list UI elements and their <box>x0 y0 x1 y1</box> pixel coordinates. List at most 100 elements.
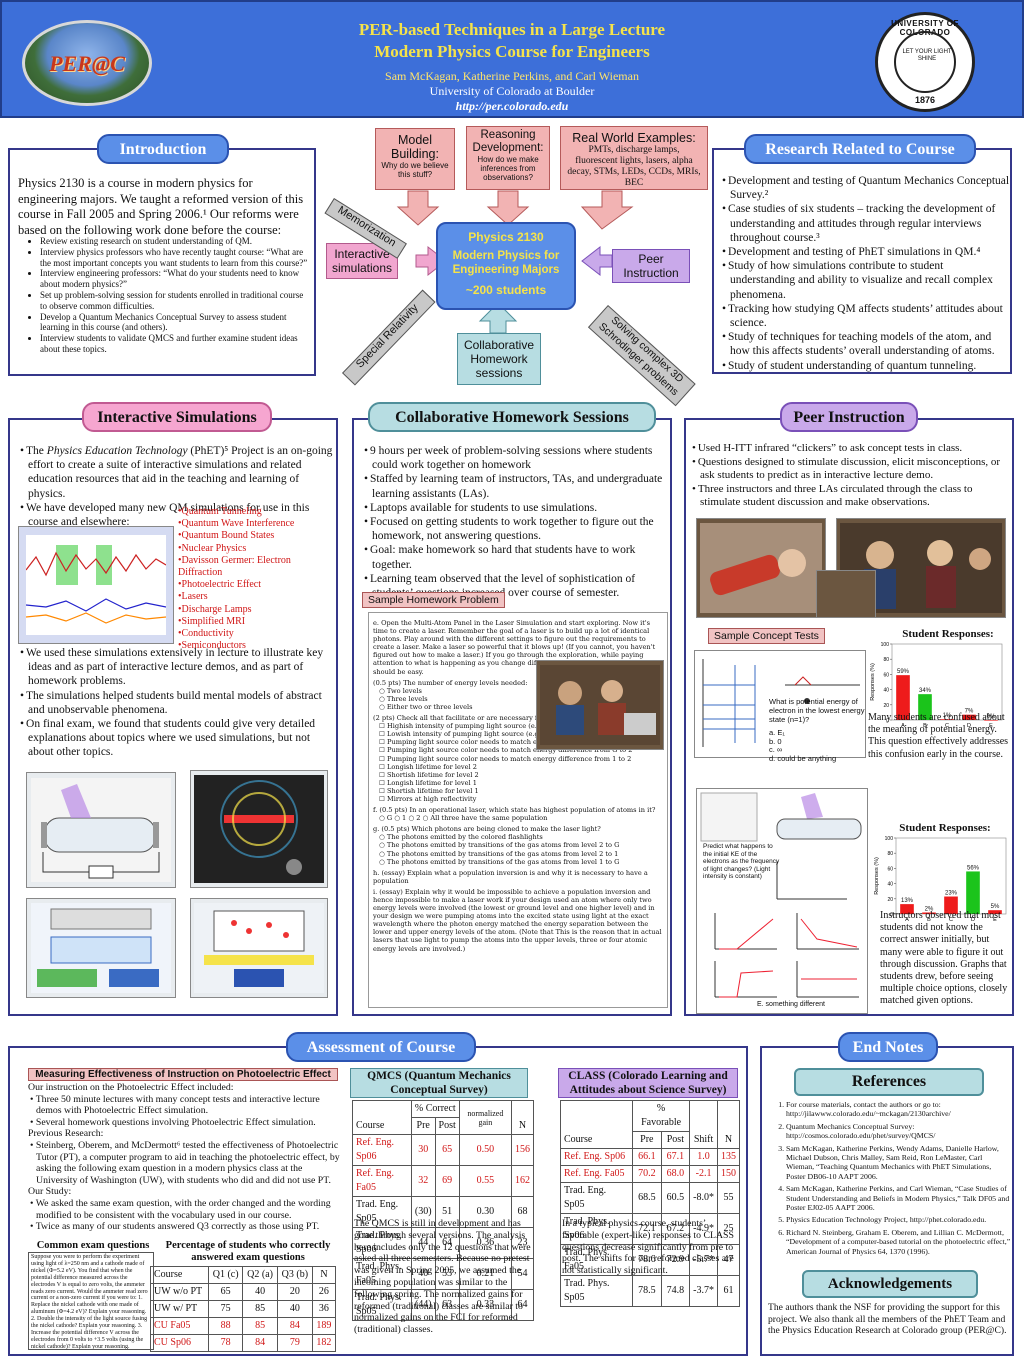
problem-line: ☐ Pumping light source color needs to ma… <box>379 738 633 747</box>
table-cell: 68.0 <box>660 1165 691 1183</box>
plot-area <box>891 643 1003 721</box>
header-cell: Post <box>660 1131 691 1149</box>
problem-line: h. (essay) Explain what a population inv… <box>373 868 648 885</box>
list-item: Focused on getting students to work toge… <box>362 515 668 543</box>
intro-paragraph: Physics 2130 is a course in modern physi… <box>18 176 304 237</box>
table-cell: 64 <box>510 1289 535 1321</box>
chart1-caption: Many students are confused about the mea… <box>868 712 1009 760</box>
text-line: • Several homework questions involving P… <box>30 1116 316 1128</box>
text-line: Previous Research: <box>28 1128 104 1140</box>
table-cell: 67.1 <box>660 1148 691 1166</box>
y-axis-label: Responses (%) <box>870 663 876 701</box>
sim-item[interactable]: •Nuclear Physics <box>178 542 247 554</box>
students-collaborating-photo <box>536 660 664 750</box>
table-cell: 78.6 <box>632 1244 662 1276</box>
class-title: CLASS (Colorado Learning and Attitudes a… <box>558 1068 738 1098</box>
table-cell: -4.9* <box>689 1213 718 1245</box>
reasoning-sub: How do we make inferences from observati… <box>477 155 539 182</box>
peer-list: Used H-ITT infrared “clickers” to ask co… <box>690 442 1010 510</box>
sim-item[interactable]: •Lasers <box>178 591 208 603</box>
data-label: 13% <box>901 898 914 904</box>
table-cell: Ref. Eng. Fa05 <box>352 1165 412 1197</box>
clicker-photo <box>696 518 826 618</box>
option-c: c. ∞ <box>769 745 783 754</box>
text-line: • Steinberg, Oberem, and McDermott⁶ test… <box>30 1139 340 1186</box>
problem-line: ○ Three levels <box>379 694 428 703</box>
table-header: Course Pre Post N <box>352 1117 535 1135</box>
problem-line: ☐ Shortish lifetime for level 1 <box>379 786 479 795</box>
list-item: 9 hours per week of problem-solving sess… <box>362 444 668 472</box>
table-cell: Ref. Eng. Sp06 <box>559 1148 634 1166</box>
table-cell: 61 <box>716 1275 741 1307</box>
group-url[interactable]: http://per.colorado.edu <box>455 99 569 113</box>
table-cell: 69 <box>434 1165 460 1197</box>
sim-item[interactable]: •Discharge Lamps <box>178 603 252 615</box>
table-cell: 85 <box>242 1300 278 1318</box>
university-seal-icon: UNIVERSITY OF COLORADO LET YOUR LIGHT SH… <box>875 12 975 112</box>
option-d: d. could be anything <box>769 753 837 763</box>
header-cell: % Correct <box>410 1100 460 1118</box>
text-line: • Twice as many of our students answered… <box>30 1221 320 1233</box>
problem-line: g. (0.5 pts) Which photons are being clo… <box>373 825 601 834</box>
list-item: The simulations helped students build me… <box>18 689 334 717</box>
list-item: The Physics Education Technology (PhET)⁵… <box>18 444 334 501</box>
table-cell: 53 <box>434 1258 460 1290</box>
intro-list: Review existing research on student unde… <box>30 236 312 355</box>
table-cell: UW w/ PT <box>150 1300 209 1318</box>
table-cell: -2.1 <box>689 1165 718 1183</box>
reasoning-title: Reasoning Development: <box>472 129 544 154</box>
table-cell: CU Sp06 <box>150 1334 209 1352</box>
bar <box>918 694 932 720</box>
qmcs-text: The QMCS is still in development and has… <box>354 1218 531 1336</box>
introduction-panel: Physics 2130 is a course in modern physi… <box>8 148 316 376</box>
list-item: Study of student understanding of quantu… <box>720 359 1010 373</box>
sim-item[interactable]: •Photoelectric Effect <box>178 579 262 591</box>
list-item: Development and testing of Quantum Mecha… <box>720 174 1010 202</box>
sim-item[interactable]: •Conductivity <box>178 628 234 640</box>
sim-item[interactable]: •Quantum Bound States <box>178 530 275 542</box>
collab-homework-box: Collaborative Homework sessions <box>457 333 541 385</box>
sim-item[interactable]: •Quantum Tunneling <box>178 506 262 517</box>
sim-item[interactable]: •Simplified MRI <box>178 615 246 627</box>
problem-line: ☐ Lowish intensity of pumping light sour… <box>379 730 621 739</box>
y-tick-label: 40 <box>883 688 889 694</box>
students-photo-icon <box>540 665 660 745</box>
list-item: Three instructors and three LAs circulat… <box>690 483 1010 510</box>
list-item: Set up problem-solving session for stude… <box>40 290 312 312</box>
realworld-title: Real World Examples: <box>572 131 696 145</box>
reference-item: Sam McKagan, Katherine Perkins, Wendy Ad… <box>786 1144 1012 1182</box>
table-cell: 60.5 <box>660 1182 691 1214</box>
y-tick-label: 20 <box>887 897 893 903</box>
data-label: 56% <box>967 865 980 871</box>
problem-line: f. (0.5 pts) In an operational laser, wh… <box>373 806 656 815</box>
research-panel: Development and testing of Quantum Mecha… <box>712 148 1012 374</box>
data-label: 59% <box>897 669 910 675</box>
sim-item[interactable]: •Quantum Wave Interference <box>178 518 295 530</box>
y-tick-label: 40 <box>887 882 893 888</box>
table-cell: 40 <box>242 1283 278 1301</box>
table-cell: 65 <box>434 1134 460 1166</box>
sim-item[interactable]: •Davisson Germer: Electron Diffraction <box>178 554 291 579</box>
problem-line: (0.5 pts) The number of energy levels ne… <box>373 678 528 687</box>
reference-item: For course materials, contact the author… <box>786 1100 1012 1119</box>
sample-homework-label: Sample Homework Problem <box>362 592 505 608</box>
table-cell: 78 <box>207 1334 244 1352</box>
x-tick-label: C <box>945 723 949 729</box>
reference-item: Sam McKagan, Katherine Perkins, and Carl… <box>786 1184 1012 1212</box>
table-cell: 55 <box>716 1182 741 1214</box>
table-cell: 44 <box>410 1227 436 1259</box>
bar <box>896 675 910 720</box>
responses-title-2: Student Responses: <box>899 822 991 834</box>
exam-heading: Common exam questions <box>36 1240 150 1251</box>
exam-question-text: Suppose you were to perform the experime… <box>28 1252 154 1350</box>
acknowledgements-heading: Acknowledgements <box>802 1270 978 1298</box>
problem-line: e. Open the Multi-Atom Panel in the Lase… <box>373 619 656 676</box>
text-line: Our Study: <box>28 1186 72 1198</box>
